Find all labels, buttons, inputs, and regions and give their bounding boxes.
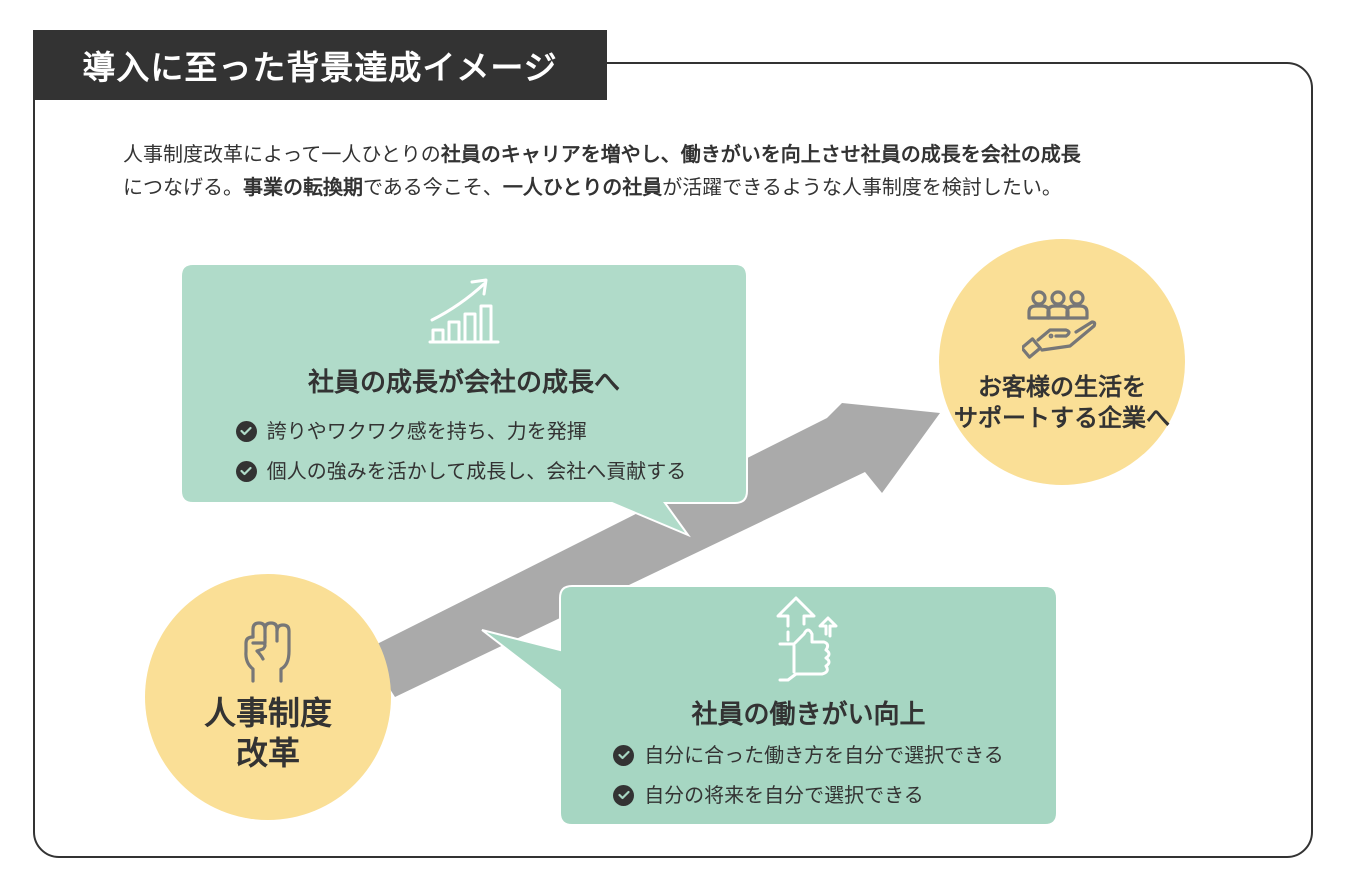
goal-circle: お客様の生活を サポートする企業へ	[939, 239, 1185, 485]
bubble-top-shape	[180, 263, 748, 538]
bubble-bottom-list: 自分に合った働き方を自分で選択できる 自分の将来を自分で選択できる	[613, 735, 1004, 815]
start-circle: 人事制度 改革	[145, 574, 391, 820]
list-item-text: 自分の将来を自分で選択できる	[644, 783, 924, 807]
bubble-top-heading: 社員の成長が会社の成長へ	[307, 368, 620, 398]
people-in-hand-icon	[1022, 290, 1097, 359]
list-item-text: 誇りやワクワク感を持ち、力を発揮	[266, 419, 587, 443]
intro-text: 人事制度改革によって一人ひとりの	[123, 142, 441, 166]
progress-arrow	[365, 403, 940, 697]
check-circle-icon	[613, 784, 635, 806]
start-label-line-1: 人事制度	[203, 694, 332, 732]
start-label: 人事制度 改革	[204, 693, 332, 773]
intro-text-bold: 事業の転換期	[243, 175, 363, 199]
list-item-text: 個人の強みを活かして成長し、会社へ貢献する	[266, 459, 687, 483]
intro-text-bold: 社員のキャリアを増やし、働きがいを向上させ社員の成長を会社の成長	[440, 142, 1081, 166]
intro-text: につなげる。	[123, 175, 243, 199]
bubble-top-list: 誇りやワクワク感を持ち、力を発揮 個人の強みを活かして成長し、会社へ貢献する	[235, 411, 687, 491]
bubble-bottom-heading: 社員の働きがい向上	[691, 700, 926, 730]
list-item-text: 自分に合った働き方を自分で選択できる	[644, 743, 1004, 767]
intro-line-2: につなげる。事業の転換期である今こそ、一人ひとりの社員が活躍できるような人事制度…	[123, 171, 1243, 204]
list-item: 自分に合った働き方を自分で選択できる	[613, 735, 1004, 775]
check-circle-icon	[235, 420, 257, 442]
intro-line-1: 人事制度改革によって一人ひとりの社員のキャリアを増やし、働きがいを向上させ社員の…	[123, 138, 1243, 171]
goal-label-line-2: サポートする企業へ	[954, 404, 1170, 432]
list-item: 個人の強みを活かして成長し、会社へ貢献する	[235, 451, 687, 491]
list-item: 自分の将来を自分で選択できる	[613, 775, 1004, 815]
section-title-text: 導入に至った背景達成イメージ	[82, 48, 558, 87]
intro-paragraph: 人事制度改革によって一人ひとりの社員のキャリアを増やし、働きがいを向上させ社員の…	[123, 138, 1243, 204]
check-circle-icon	[613, 744, 635, 766]
growth-chart-icon	[428, 278, 500, 344]
fist-icon	[244, 621, 291, 683]
goal-label-line-1: お客様の生活を	[978, 373, 1146, 401]
goal-label: お客様の生活を サポートする企業へ	[954, 372, 1170, 434]
bubble-company-growth: 社員の成長が会社の成長へ 誇りやワクワク感を持ち、力を発揮 個人の強みを活かして…	[181, 264, 747, 503]
intro-text: である今こそ、	[363, 175, 503, 199]
intro-text-bold: 一人ひとりの社員	[502, 175, 663, 199]
intro-text: が活躍できるような人事制度を検討したい。	[662, 175, 1062, 199]
start-label-line-2: 改革	[235, 734, 300, 772]
list-item: 誇りやワクワク感を持ち、力を発揮	[235, 411, 686, 451]
bubble-job-satisfaction: 社員の働きがい向上 自分に合った働き方を自分で選択できる 自分の将来を自分で選択…	[560, 586, 1057, 825]
thumbs-up-arrows-icon	[776, 596, 837, 682]
check-circle-icon	[235, 460, 257, 482]
section-title: 導入に至った背景達成イメージ	[33, 30, 607, 100]
content-frame	[33, 62, 1313, 858]
